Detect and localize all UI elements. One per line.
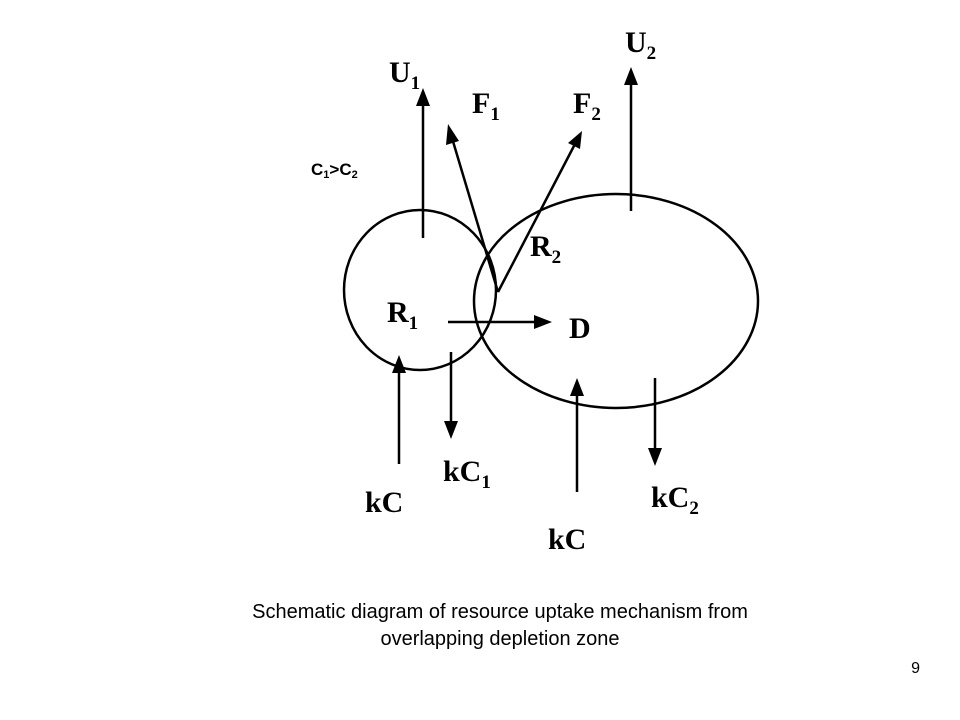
- label-kc-left: kC: [365, 486, 403, 519]
- label-f1: F1: [472, 87, 500, 125]
- caption-line-1: Schematic diagram of resource uptake mec…: [252, 601, 748, 623]
- label-kc1: kC1: [443, 455, 491, 493]
- label-u1: U1: [389, 56, 420, 94]
- arrowhead-kc1: [444, 421, 458, 439]
- label-d: D: [569, 312, 591, 345]
- arrow-f1: [450, 137, 500, 293]
- condition-c1-sub: 1: [323, 169, 330, 181]
- zone-r1-circle: [342, 208, 498, 372]
- condition-c2-sub: 2: [351, 169, 358, 181]
- label-f2: F2: [573, 87, 601, 125]
- page-number: 9: [911, 660, 920, 677]
- label-r2: R2: [530, 230, 561, 268]
- arrowhead-f2: [568, 131, 582, 149]
- caption-line-2: overlapping depletion zone: [380, 628, 620, 650]
- label-u2: U2: [625, 26, 656, 64]
- condition-c1: C: [311, 160, 324, 179]
- arrowhead-d: [534, 315, 552, 329]
- arrowhead-kc-right: [570, 378, 584, 396]
- depletion-zone-diagram: U1 U2 F1 F2 R1 R2 D kC kC1 kC kC2: [342, 26, 760, 556]
- label-kc2: kC2: [651, 481, 699, 519]
- condition-operator: >: [329, 160, 340, 179]
- zone-r2-circle: [472, 192, 760, 410]
- label-kc-right: kC: [548, 523, 586, 556]
- arrowhead-u2: [624, 67, 638, 85]
- arrowhead-kc-left: [392, 355, 406, 373]
- arrowhead-kc2: [648, 448, 662, 466]
- condition-label: C1>C2: [311, 160, 358, 185]
- arrow-f2: [496, 143, 577, 293]
- figure-caption: Schematic diagram of resource uptake mec…: [150, 599, 850, 653]
- arrowhead-u1: [416, 88, 430, 106]
- condition-c2: C: [339, 160, 352, 179]
- arrowhead-f1: [446, 124, 459, 145]
- label-r1: R1: [387, 296, 418, 334]
